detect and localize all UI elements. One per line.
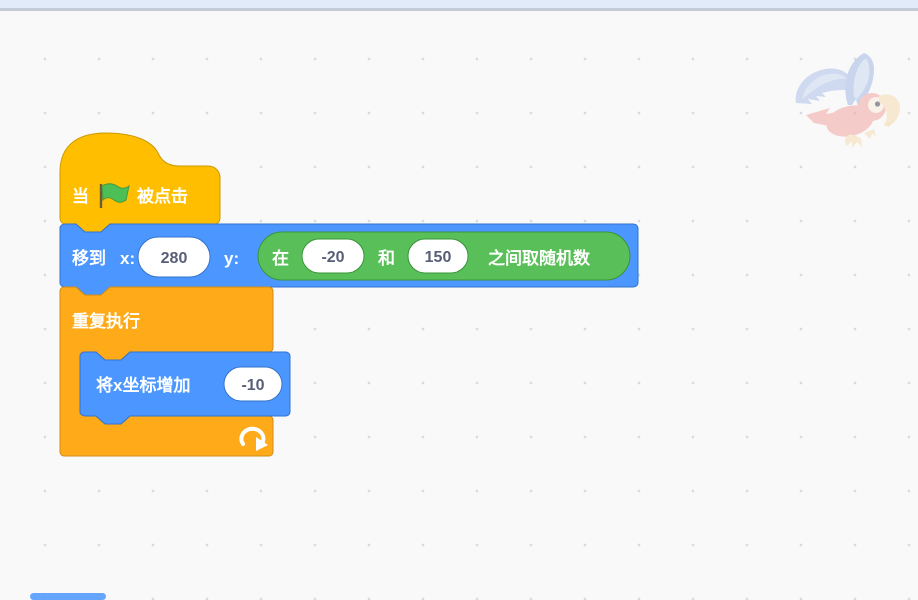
pick-random-middle: 和 (378, 249, 395, 268)
scripts-workspace[interactable]: 当 被点击 移到 x: 280 y: 在 -20 和 150 (0, 11, 918, 600)
change-x-label: 将x坐标增加 (96, 375, 190, 395)
forever-label: 重复执行 (72, 311, 140, 331)
goto-x-value[interactable]: 280 (161, 250, 188, 267)
random-max-value[interactable]: 150 (425, 249, 452, 266)
goto-x-label: x: (120, 249, 135, 268)
goto-y-label: y: (224, 249, 239, 268)
random-min-value[interactable]: -20 (321, 249, 344, 266)
green-flag-icon (99, 183, 130, 208)
goto-label: 移到 (72, 248, 106, 268)
forever-block[interactable]: 重复执行 (59, 286, 274, 457)
pick-random-prefix: 在 (272, 248, 289, 268)
script-stack: 当 被点击 移到 x: 280 y: 在 -20 和 150 (59, 132, 639, 457)
change-x-block[interactable]: 将x坐标增加 -10 (79, 351, 291, 425)
window-top-border (0, 8, 918, 11)
hat-block-shape (59, 132, 221, 233)
horizontal-scrollbar[interactable] (30, 593, 106, 600)
hat-label-after: 被点击 (137, 186, 188, 206)
pick-random-suffix: 之间取随机数 (488, 248, 591, 268)
window-top-strip (0, 0, 918, 8)
loop-arrow-icon (239, 426, 268, 451)
pick-random-block[interactable]: 在 -20 和 150 之间取随机数 (257, 231, 631, 281)
parrot-sprite (795, 53, 901, 148)
change-x-input[interactable] (223, 366, 283, 402)
when-flag-clicked-block[interactable]: 当 被点击 (59, 132, 221, 233)
hat-label-before: 当 (72, 186, 89, 206)
goto-x-input[interactable] (137, 236, 211, 278)
goto-xy-block[interactable]: 移到 x: 280 y: 在 -20 和 150 之间取随机数 (59, 223, 639, 296)
random-max-input[interactable] (407, 238, 469, 274)
change-x-value[interactable]: -10 (241, 377, 264, 394)
random-min-input[interactable] (301, 238, 365, 274)
